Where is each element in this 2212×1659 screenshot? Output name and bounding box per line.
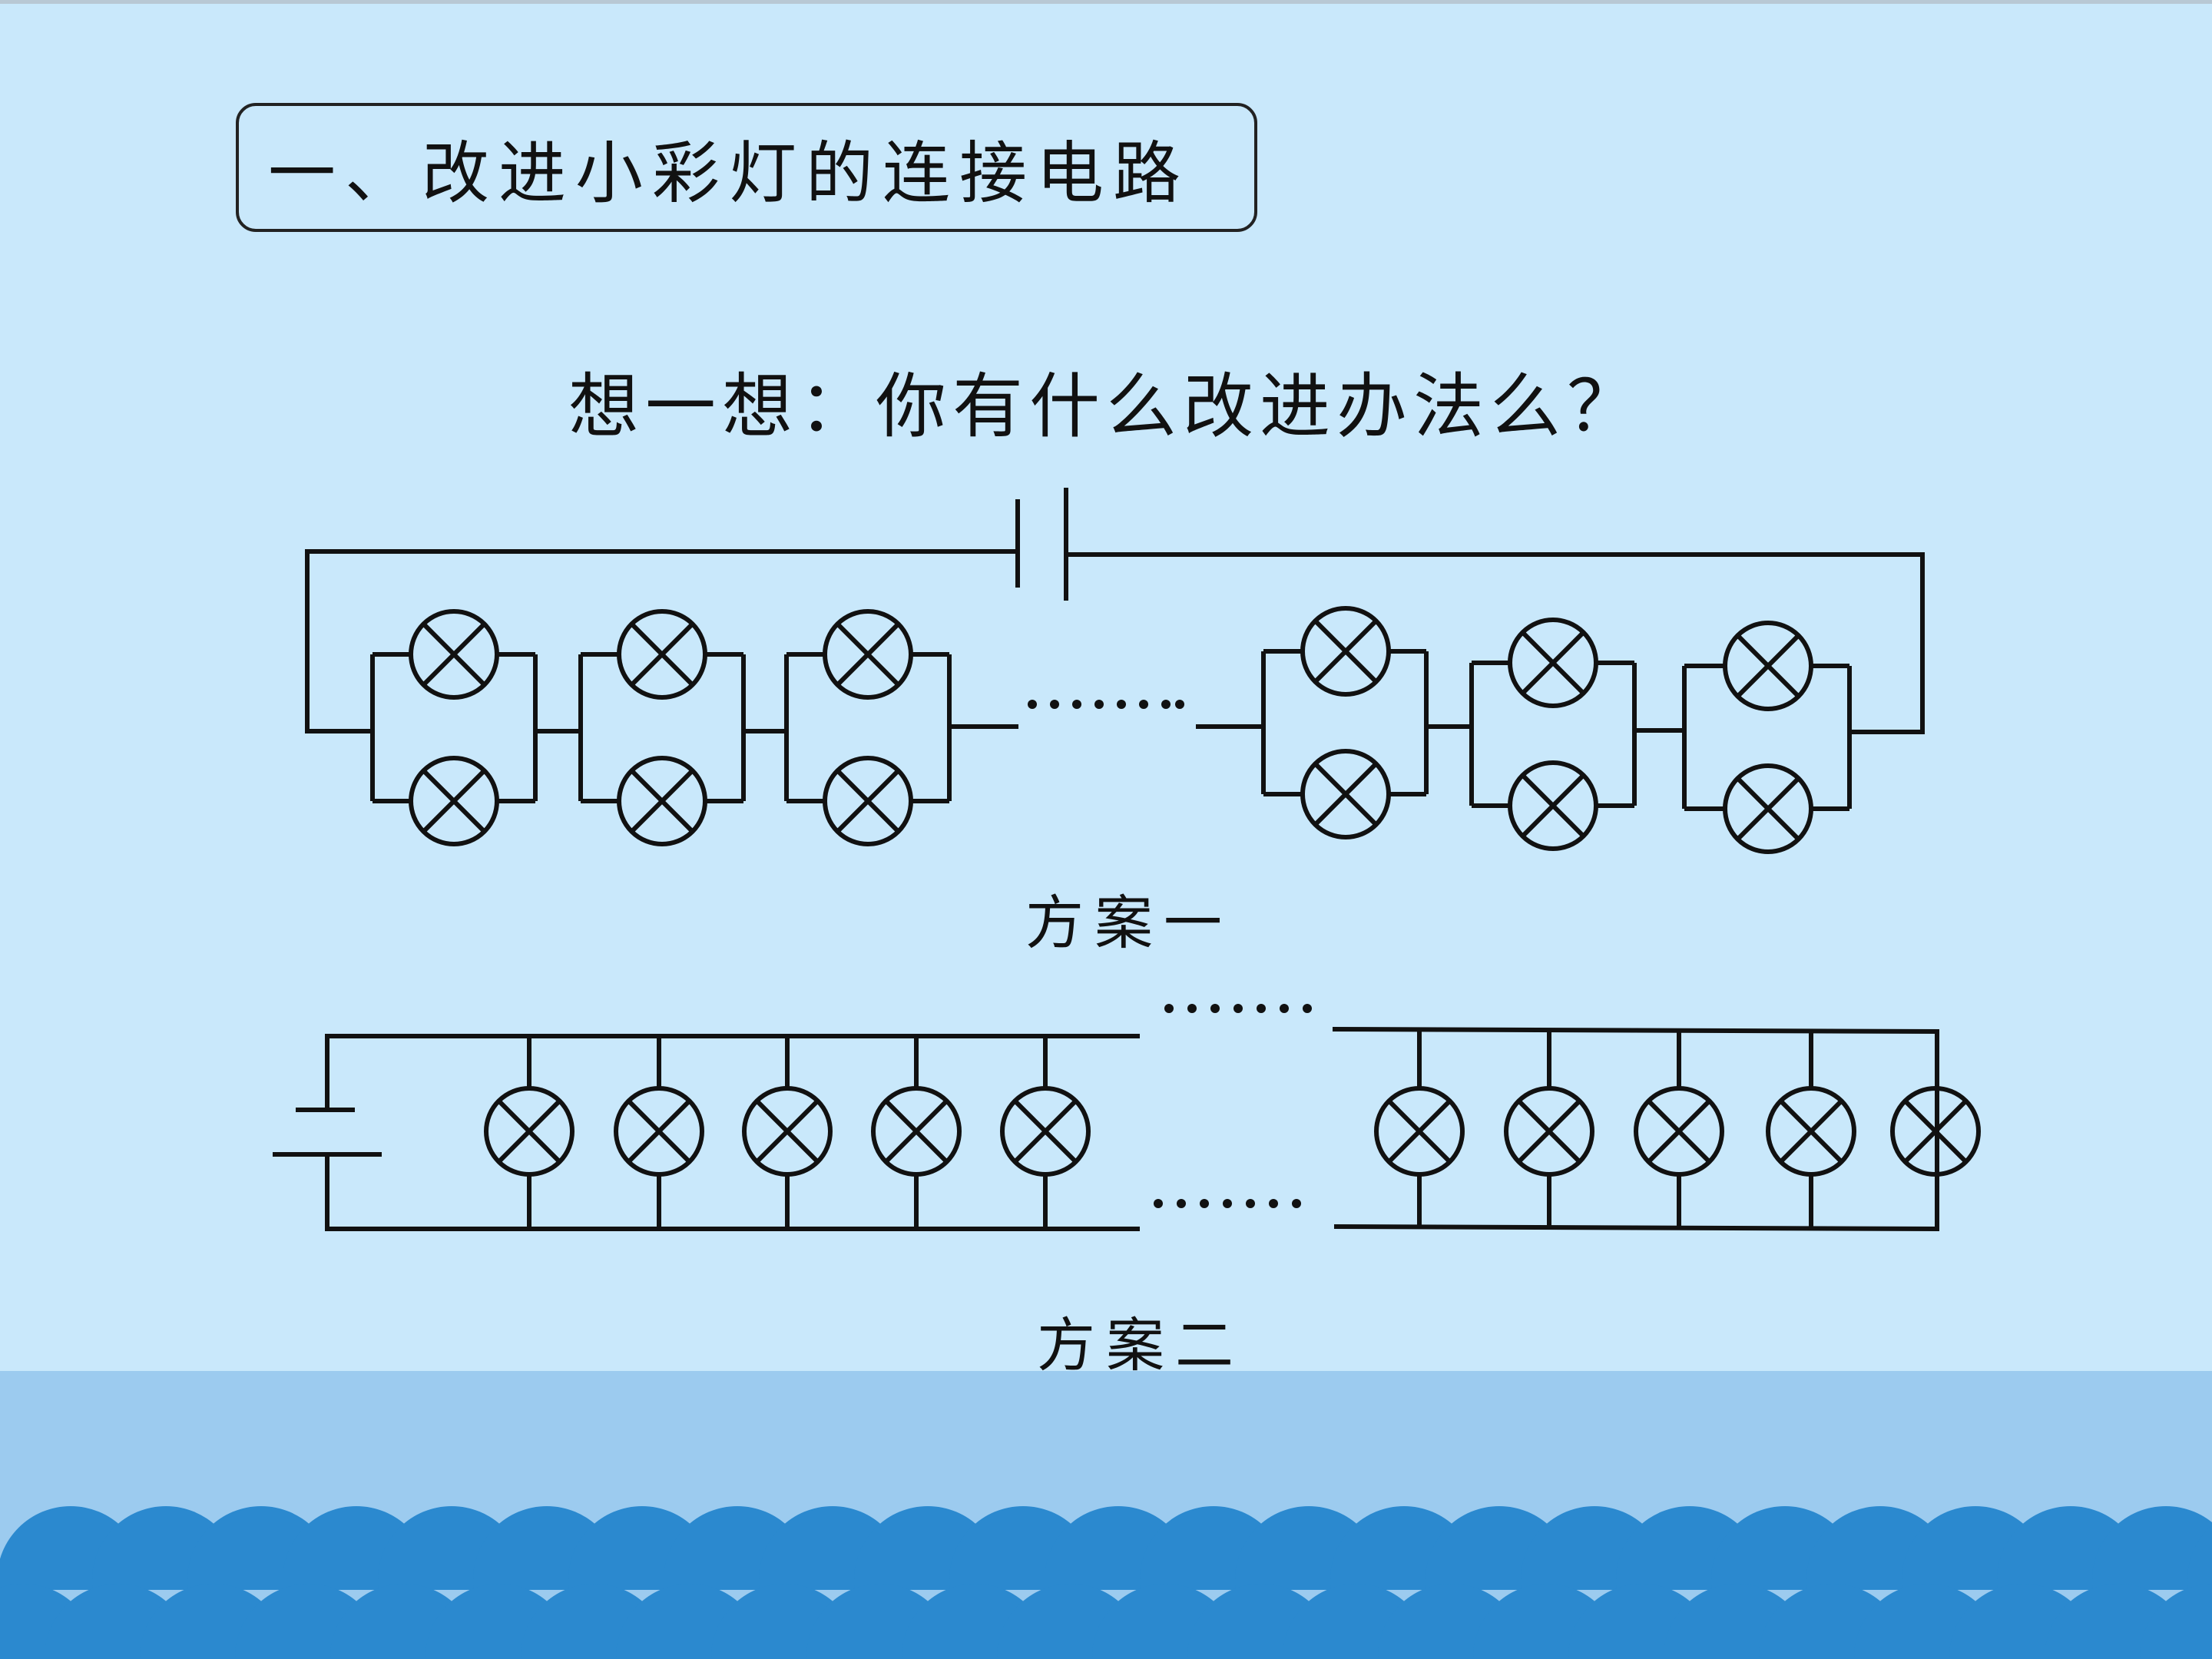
lamp-icon [484,1086,575,1177]
lamp-icon [1300,606,1391,697]
battery-icon [1015,488,1068,601]
wave-scale [2140,1584,2212,1659]
lamp-icon [742,1086,833,1177]
parallel-pair [784,609,952,846]
title-box: 一、改进小彩灯的连接电路 [236,103,1257,232]
scheme2-caption: 方案二 [1037,1311,1244,1379]
lamp-icon [409,609,499,700]
parallel-branch [1374,1031,1465,1227]
parallel-pair [370,609,538,846]
parallel-branch [614,1036,704,1229]
scheme2-circuit [273,1004,1981,1232]
question-text: 想一想：你有什么改进办法么？ [568,366,1644,448]
scheme1-circuit [305,488,1925,854]
parallel-branch [1504,1031,1594,1227]
lamp-icon [1508,618,1598,708]
scheme2-rail-bottom-left [325,1154,1140,1231]
scheme1-wire-right [1066,552,1925,734]
lamp-icon [617,609,707,700]
parallel-branch [1890,1086,1981,1177]
scheme1-ellipsis [1028,700,1184,709]
lamp-icon [1723,763,1813,854]
parallel-branch [1766,1031,1856,1227]
scheme1-wire-left [305,549,1018,733]
scheme1-caption: 方案一 [1025,889,1233,957]
parallel-branch [1634,1031,1724,1227]
lamp-icon [823,609,913,700]
lamp-icon [823,756,913,846]
lamp-icon [1504,1086,1594,1177]
parallel-pair [1469,618,1637,851]
lamp-icon [617,756,707,846]
lamp-icon [1634,1086,1724,1177]
lamp-icon [1508,760,1598,851]
parallel-pair [1682,621,1852,854]
parallel-pair [578,609,746,846]
scheme2-ellipsis-top [1164,1004,1312,1013]
lamp-icon [1300,749,1391,839]
parallel-branch [742,1036,833,1229]
lamp-icon [1000,1086,1091,1177]
scheme2-ellipsis-bottom [1154,1199,1301,1208]
lamp-icon [1374,1086,1465,1177]
wave-decoration [0,1506,2212,1659]
lamp-icon [409,756,499,846]
lamp-icon [1766,1086,1856,1177]
lamp-icon [1890,1086,1981,1177]
scheme2-rail-top-left [325,1034,1140,1110]
parallel-branch [1000,1036,1091,1229]
lamp-icon [1723,621,1813,711]
lamp-icon [614,1086,704,1177]
parallel-branch [871,1036,962,1229]
parallel-pair [1261,606,1429,839]
page-title: 一、改进小彩灯的连接电路 [268,133,1190,213]
top-border [0,0,2212,4]
scheme1-groups [370,606,1852,854]
scheme2-lamps [484,1031,1981,1229]
lamp-icon [871,1086,962,1177]
parallel-branch [484,1036,575,1229]
battery-icon [273,1108,382,1157]
